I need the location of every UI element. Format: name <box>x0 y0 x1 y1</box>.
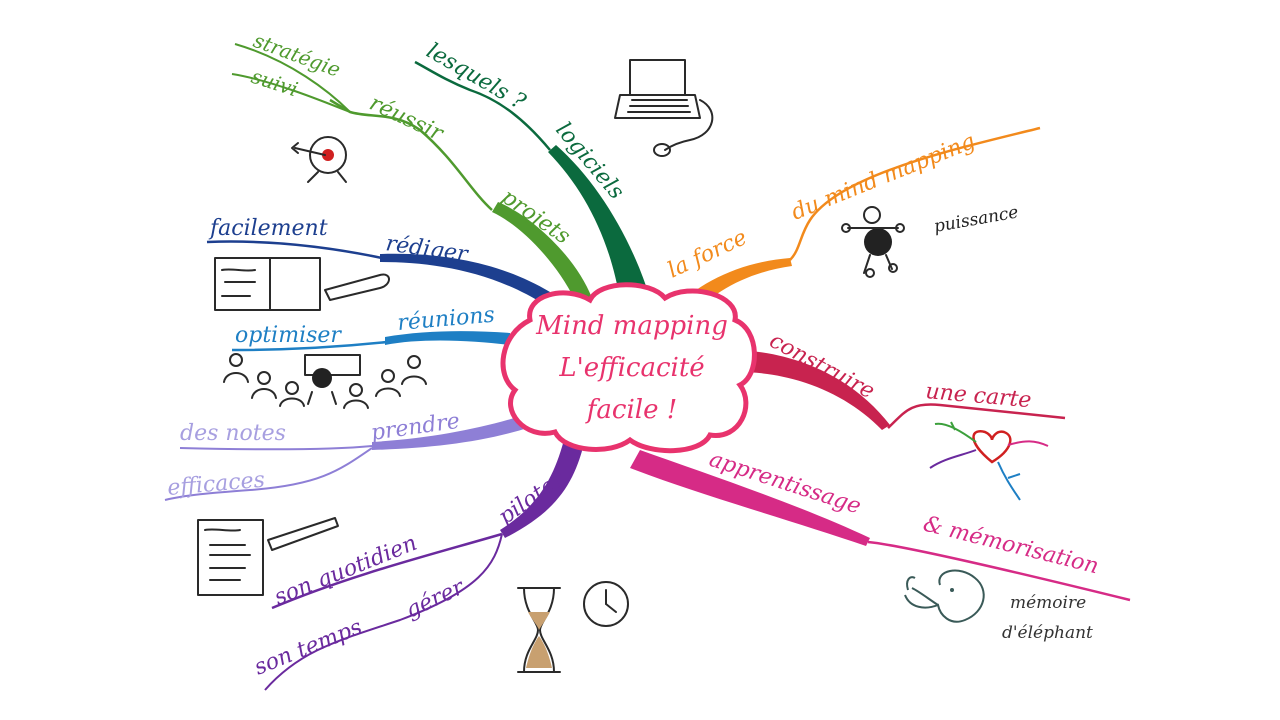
branch-prendre-line <box>179 445 373 451</box>
label-des-notes: des notes <box>180 421 286 446</box>
branch-construire-line <box>887 403 1066 429</box>
book-icon <box>214 257 390 311</box>
laptop-icon <box>614 59 714 157</box>
branch-force-line <box>789 126 1041 261</box>
heart-map-icon <box>929 421 1049 501</box>
center-line-3: facile ! <box>585 395 677 425</box>
branch-rediger <box>380 253 550 305</box>
label-efficaces: efficaces <box>166 468 266 501</box>
center-cloud <box>500 282 757 454</box>
branch-rediger-line <box>206 240 383 260</box>
label-du-mind-mapping: du mind mapping <box>788 129 979 226</box>
label-memorisation: & mémorisation <box>921 512 1102 580</box>
label-d-elephant: d'éléphant <box>1002 623 1093 643</box>
branch-reunions-line <box>231 340 388 352</box>
clock-icon <box>583 581 629 627</box>
label-facilement: facilement <box>208 216 328 241</box>
label-gerer: gérer <box>402 574 469 623</box>
target-icon <box>291 136 347 183</box>
branch-construire <box>735 350 890 430</box>
branch-projets <box>492 202 592 300</box>
center-line-2: L'efficacité <box>558 353 704 383</box>
branch-logiciels-line <box>414 60 551 151</box>
label-memoire: mémoire <box>1010 593 1086 613</box>
branch-efficaces-line <box>164 447 373 501</box>
elephant-icon <box>904 569 985 623</box>
branch-suivi-line <box>231 73 351 113</box>
branch-piloter <box>500 436 585 538</box>
hourglass-icon <box>517 587 561 673</box>
center-line-1: Mind mapping <box>535 311 728 341</box>
label-reunions: réunions <box>396 303 495 336</box>
strongman-icon <box>841 206 905 278</box>
branch-projets-line <box>329 98 493 211</box>
meeting-icon <box>223 353 427 409</box>
notepad-icon <box>197 517 339 596</box>
branch-piloter-line <box>271 532 503 610</box>
label-puissance: puissance <box>932 202 1020 237</box>
branch-strategie-line <box>234 43 351 113</box>
branch-gerer-line <box>264 533 503 691</box>
branch-reunions <box>385 331 510 345</box>
label-lesquels: lesquels ? <box>422 39 530 116</box>
branch-apprentissage-line <box>867 540 1131 602</box>
label-une-carte: une carte <box>924 379 1032 413</box>
branch-apprentissage <box>630 450 870 546</box>
branch-logiciels <box>548 145 650 300</box>
label-reussir: réussir <box>365 91 447 147</box>
label-son-temps: son temps <box>251 615 366 681</box>
label-optimiser: optimiser <box>235 323 342 348</box>
branch-prendre <box>372 408 550 450</box>
